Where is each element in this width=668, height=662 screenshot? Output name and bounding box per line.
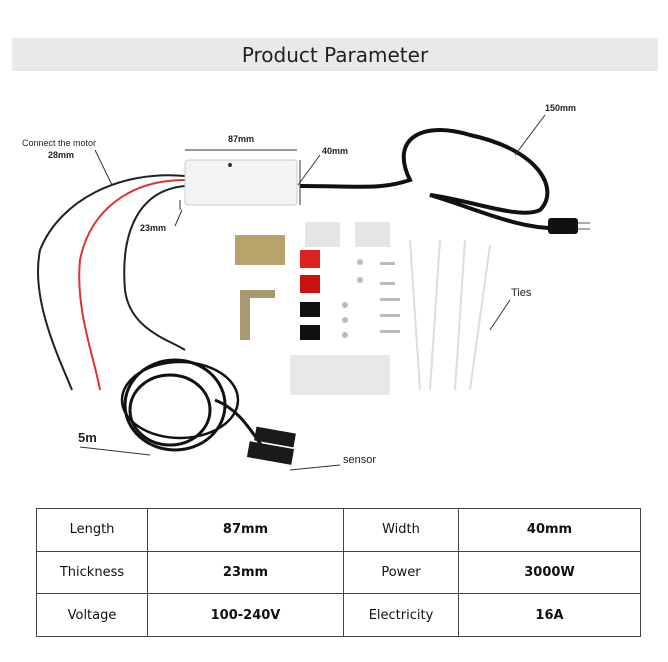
black-wire-left [37, 174, 186, 391]
label-width: 40mm [322, 146, 349, 156]
sensor-part [246, 441, 295, 465]
param-key: Electricity [343, 593, 459, 637]
param-key: Width [343, 508, 459, 552]
adhesive-pads [290, 355, 390, 395]
param-key: Thickness [36, 550, 148, 595]
label-sensor: sensor [343, 454, 377, 466]
black-wire-right [123, 185, 186, 351]
parameter-table: Length 87mm Width 40mm Thickness 23mm Po… [36, 508, 641, 637]
label-sensor-cable: 5m [78, 430, 97, 445]
label-ties: Ties [511, 287, 532, 299]
page-title: Product Parameter [12, 38, 658, 71]
red-wire [78, 179, 186, 391]
label-power-cord: 150mm [545, 103, 577, 113]
param-value: 3000W [458, 550, 641, 595]
plug [548, 218, 578, 234]
switch-module [184, 159, 298, 206]
table-row: Voltage 100-240V Electricity 16A [36, 593, 641, 637]
param-value: 23mm [147, 550, 344, 595]
cable-ties [409, 239, 491, 391]
power-cord [299, 128, 561, 231]
param-value: 40mm [458, 508, 641, 552]
label-connect-motor: Connect the motor [22, 138, 97, 148]
table-row: Thickness 23mm Power 3000W [36, 550, 641, 595]
param-value: 100-240V [147, 593, 344, 637]
mounting-bracket [235, 235, 285, 265]
label-thickness: 23mm [140, 223, 167, 233]
label-wire-length: 28mm [48, 150, 75, 160]
param-key: Length [36, 508, 148, 552]
param-value: 87mm [147, 508, 344, 552]
label-length: 87mm [228, 134, 255, 144]
param-key: Power [343, 550, 459, 595]
product-photo [37, 114, 590, 471]
param-value: 16A [458, 593, 641, 637]
table-row: Length 87mm Width 40mm [36, 508, 641, 552]
param-key: Voltage [36, 593, 148, 637]
